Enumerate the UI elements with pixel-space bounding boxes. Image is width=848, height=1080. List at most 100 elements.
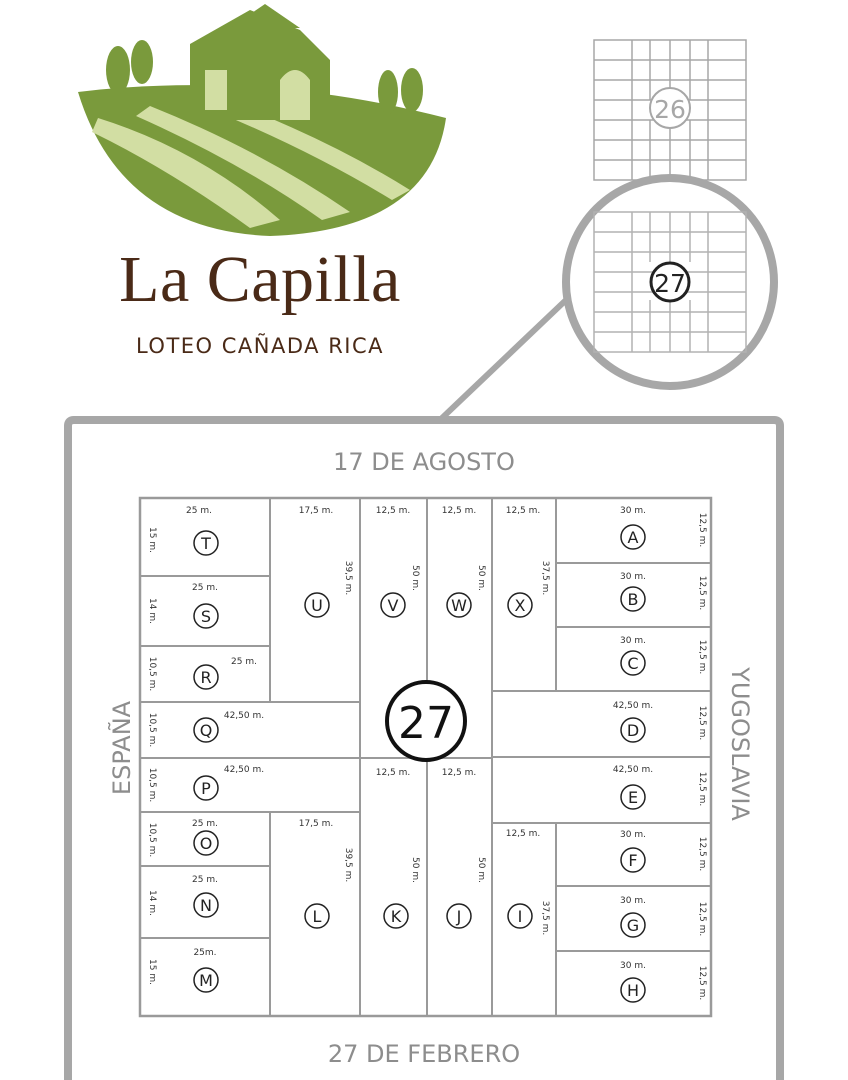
street-east: YUGOSLAVIA — [726, 667, 754, 821]
lot-width-label: 30 m. — [620, 572, 646, 582]
lot-depth-label: 12,5 m. — [697, 902, 707, 937]
lot-letter: B — [628, 590, 639, 609]
lot-t[interactable]: 25 m. 15 m. T — [139, 497, 271, 577]
lot-marker-icon — [193, 775, 219, 801]
block-27-locator-label: 27 — [654, 269, 686, 298]
lot-width-label: 30 m. — [620, 506, 646, 516]
lot-marker-icon — [193, 603, 219, 629]
lot-m[interactable]: 25m. 15 m. M — [139, 937, 271, 1017]
lot-f[interactable]: 30 m. 12,5 m. F — [555, 822, 712, 887]
lot-width-label: 25 m. — [192, 875, 218, 885]
lot-letter: U — [311, 596, 323, 615]
lot-h[interactable]: 30 m.12,5 m.H — [555, 950, 712, 1017]
lot-depth-label: 39,5 m. — [343, 848, 353, 883]
lot-width-label: 42,50 m. — [224, 765, 264, 775]
lot-marker-icon — [446, 592, 472, 618]
lot-marker-icon — [620, 784, 646, 810]
lot-width-label: 12,5 m. — [506, 829, 541, 839]
lot-width-label: 25m. — [193, 948, 216, 958]
lot-width-label: 25 m. — [186, 506, 212, 516]
lot-letter: F — [628, 851, 637, 870]
lot-depth-label: 12,5 m. — [697, 966, 707, 1001]
lot-letter: O — [200, 834, 213, 853]
lot-marker-icon — [620, 912, 646, 938]
lot-marker-icon — [193, 664, 219, 690]
lot-d[interactable]: 42,50 m.12,5 m.D — [491, 690, 712, 758]
lot-depth-label: 12,5 m. — [697, 706, 707, 741]
lot-letter: K — [391, 907, 402, 926]
lot-outline — [491, 690, 712, 758]
street-north: 17 DE AGOSTO — [333, 448, 515, 476]
lot-c[interactable]: 30 m.12,5 m.C — [555, 626, 712, 692]
lot-width-label: 12,5 m. — [376, 506, 411, 516]
lot-marker-icon — [193, 717, 219, 743]
lot-p[interactable]: 42,50 m. 10,5 m. P — [139, 757, 361, 813]
lot-letter: M — [199, 971, 213, 990]
lot-width-label: 12,5 m. — [442, 768, 477, 778]
lot-outline — [426, 757, 493, 1017]
lot-s[interactable]: 25 m.14 m.S — [139, 575, 271, 647]
lot-marker-icon — [193, 892, 219, 918]
lot-e[interactable]: 42,50 m.12,5 m.E — [491, 756, 712, 824]
lot-marker-icon — [193, 530, 219, 556]
lot-g[interactable]: 30 m. 12,5 m. G — [555, 885, 712, 952]
lot-width-label: 30 m. — [620, 896, 646, 906]
lot-l[interactable]: 17,5 m. 39,5 m. L — [269, 811, 361, 1017]
lot-depth-label: 10,5 m. — [147, 657, 157, 692]
lot-width-label: 30 m. — [620, 830, 646, 840]
lot-n[interactable]: 25 m.14 m.N — [139, 865, 271, 939]
lot-width-label: 17,5 m. — [299, 819, 334, 829]
lot-width-label: 25 m. — [231, 657, 257, 667]
lot-letter: A — [628, 528, 639, 547]
lot-letter: I — [518, 907, 523, 926]
lot-k[interactable]: 12,5 m. 50 m. K — [359, 757, 428, 1017]
lot-marker-icon — [620, 847, 646, 873]
lot-marker-icon — [193, 967, 219, 993]
lot-width-label: 25 m. — [192, 583, 218, 593]
lot-depth-label: 15 m. — [147, 959, 157, 985]
lot-depth-label: 12,5 m. — [697, 576, 707, 611]
lot-x[interactable]: 12,5 m.37,5 m.X — [491, 497, 557, 693]
lot-j[interactable]: 12,5 m.50 m.J — [426, 757, 493, 1017]
lot-width-label: 12,5 m. — [506, 506, 541, 516]
lot-i[interactable]: 12,5 m.37,5 m.I — [491, 822, 557, 1017]
lot-depth-label: 15 m. — [147, 527, 157, 553]
logo-icon — [78, 4, 446, 236]
lot-letter: W — [451, 596, 467, 615]
lot-depth-label: 50 m. — [410, 565, 420, 591]
lot-r[interactable]: 25 m.10,5 m.R — [139, 645, 271, 703]
lot-depth-label: 10,5 m. — [147, 768, 157, 803]
lot-letter: L — [313, 907, 322, 926]
lot-depth-label: 10,5 m. — [147, 823, 157, 858]
lot-letter: N — [200, 896, 212, 915]
lot-outline — [491, 756, 712, 824]
block-26-label: 26 — [654, 95, 686, 124]
brand-title: La Capilla — [119, 243, 401, 316]
lot-u[interactable]: 17,5 m.39,5 m.U — [269, 497, 361, 703]
lot-width-label: 12,5 m. — [376, 768, 411, 778]
lot-q[interactable]: 42,50 m.10,5 m.Q — [139, 701, 361, 759]
lot-letter: C — [627, 654, 638, 673]
lot-depth-label: 12,5 m. — [697, 837, 707, 872]
lot-marker-icon — [304, 903, 330, 929]
lot-marker-icon — [446, 903, 472, 929]
lot-marker-icon — [383, 903, 409, 929]
lot-letter: T — [200, 534, 211, 553]
lot-depth-label: 10,5 m. — [147, 713, 157, 748]
lot-depth-label: 12,5 m. — [697, 513, 707, 548]
lot-a[interactable]: 30 m. 12,5 m. A — [555, 497, 712, 564]
lot-b[interactable]: 30 m. 12,5 m. B — [555, 562, 712, 628]
lot-letter: G — [627, 916, 639, 935]
lot-letter: D — [627, 721, 639, 740]
street-south: 27 DE FEBRERO — [327, 1040, 521, 1068]
lot-depth-label: 50 m. — [410, 857, 420, 883]
lot-depth-label: 50 m. — [476, 857, 486, 883]
lot-letter: P — [201, 779, 211, 798]
block-27-plan: 25 m.15 m.T25 m.14 m.S25 m.10,5 m.R42,50… — [138, 496, 713, 1018]
lot-marker-icon — [507, 592, 533, 618]
lot-width-label: 17,5 m. — [299, 506, 334, 516]
lot-marker-icon — [620, 586, 646, 612]
lot-letter: Q — [200, 721, 213, 740]
lot-o[interactable]: 25 m.10,5 m.O — [139, 811, 271, 867]
